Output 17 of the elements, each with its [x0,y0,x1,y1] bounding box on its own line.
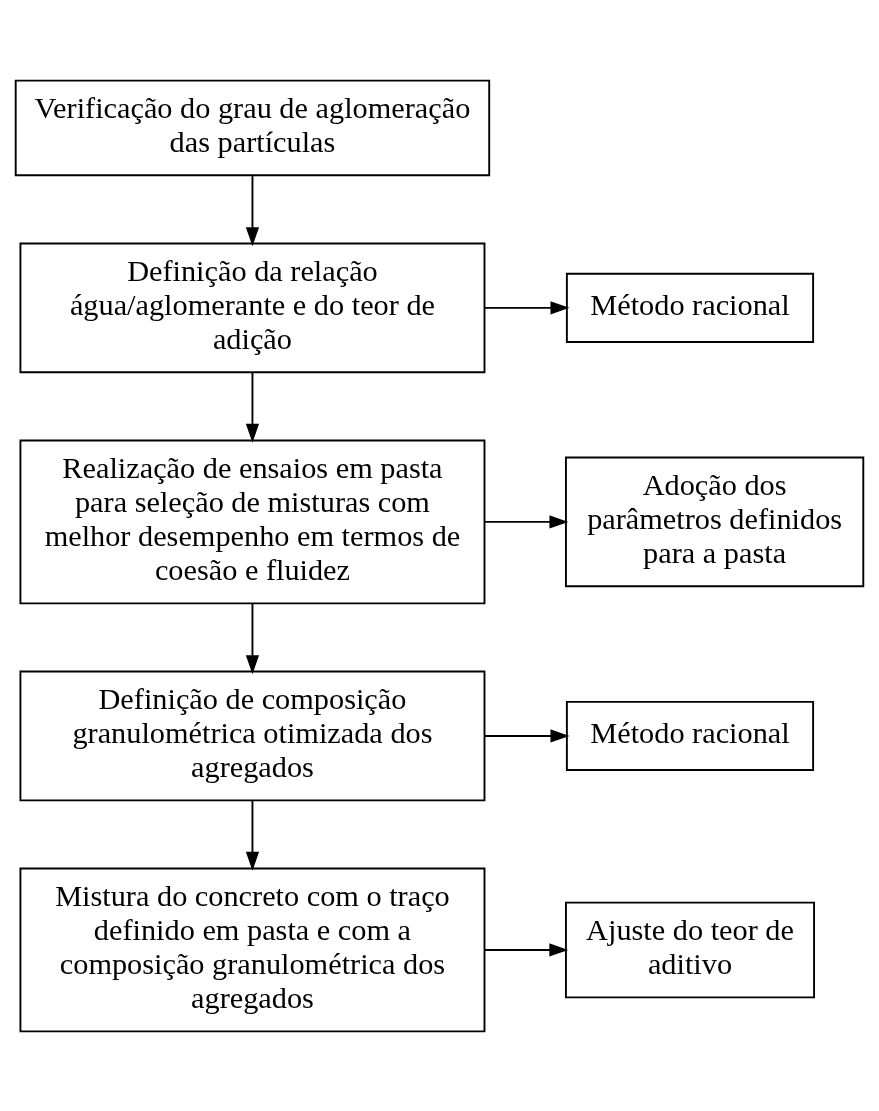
arrow [245,602,260,674]
node-box: Mistura do concreto com o traço definido em pasta e com a composição granulométrica dos agregados [19,867,486,1032]
node-box: Método racional [565,272,815,343]
arrow [483,300,570,314]
node-box: Definição da relação água/aglomerante e do teor de adição [19,242,486,373]
node-box: Adoção dos parâmetros definidos para a pasta [565,456,865,587]
node-box: Método racional [565,700,815,771]
arrow [483,728,570,743]
arrow [483,942,569,957]
arrow [245,174,260,246]
node-box: Definição de composição granulométrica otimizada dos agregados [19,670,486,801]
arrow [483,514,569,529]
node-box: Realização de ensaios em pasta para seleção de misturas com melhor desempenho em termos de coesão e fluidez [19,439,486,604]
node-box: Verificação do grau de aglomeração das partículas [14,79,491,176]
arrow [245,371,260,443]
arrow [245,799,260,871]
node-box: Ajuste do teor de aditivo [565,901,815,998]
